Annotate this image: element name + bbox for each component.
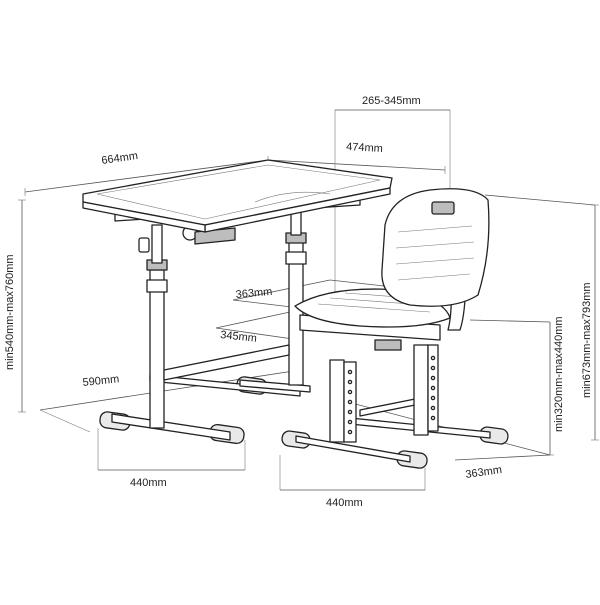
seat-height-label: min320mm-max440mm xyxy=(553,316,565,432)
desk-width-label: 664mm xyxy=(101,150,139,167)
desk-base-depth-label: 590mm xyxy=(82,373,120,389)
desk-depth-label: 474mm xyxy=(346,141,383,155)
chair-leg-left xyxy=(329,359,345,443)
height-adjust-holes xyxy=(347,355,436,435)
chair-illustration xyxy=(281,188,509,469)
desk-base-width-label: 440mm xyxy=(130,477,167,489)
chair-base-depth-label: 363mm xyxy=(465,464,503,481)
dimension-labels: 664mm 474mm min540mm-max760mm 590mm 440m… xyxy=(4,95,593,509)
chair-leg-right xyxy=(413,344,429,436)
desk-illustration xyxy=(82,159,393,445)
backrest-handle xyxy=(431,201,455,215)
seat-depth-label: 363mm xyxy=(235,286,273,301)
desk-height-label: min540mm-max760mm xyxy=(4,254,16,370)
chair-base-width-label: 440mm xyxy=(326,497,363,509)
chair-backrest xyxy=(381,188,490,307)
desk-leg-left xyxy=(149,269,165,429)
dimension-lines xyxy=(18,109,599,491)
seat-depth-adjust-label: 265-345mm xyxy=(362,95,421,107)
chair-height-label: min673mm-max793mm xyxy=(581,282,593,398)
desk-leg-left-clamp xyxy=(146,279,168,293)
seat-width-label: 345mm xyxy=(220,329,258,345)
